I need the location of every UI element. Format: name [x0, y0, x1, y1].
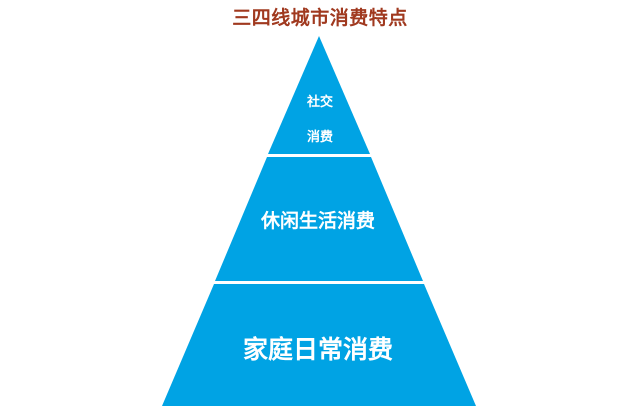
- tier-top-label-line1: 社交: [306, 94, 333, 110]
- pyramid-tier-bottom: [162, 284, 476, 406]
- tier-top-label-line2: 消费: [307, 129, 333, 145]
- pyramid-tier-middle: [215, 157, 423, 281]
- tier-bottom-label: 家庭日常消费: [243, 335, 393, 364]
- tier-middle-label: 休闲生活消费: [260, 209, 375, 232]
- diagram-title: 三四线城市消费特点: [232, 7, 408, 29]
- pyramid-tier-top: [268, 36, 370, 154]
